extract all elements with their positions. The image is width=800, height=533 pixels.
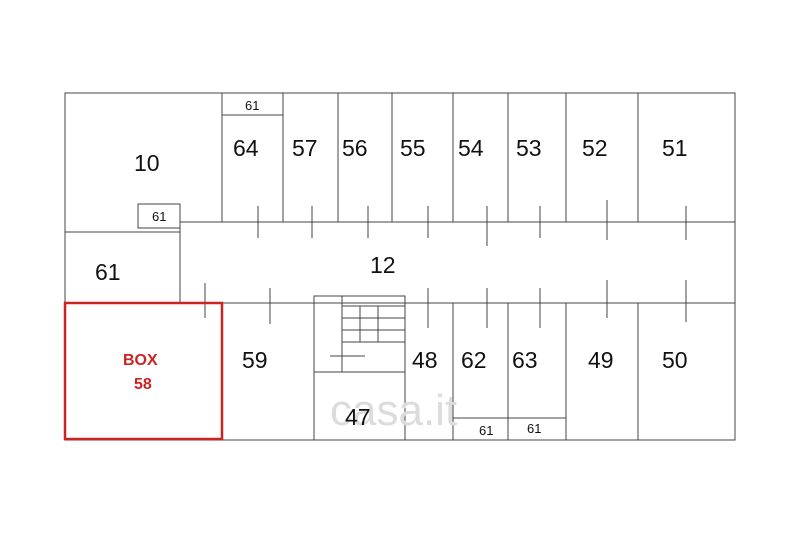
- room-50-label: 50: [662, 347, 688, 373]
- room-52-label: 52: [582, 135, 608, 161]
- room-61-left-label: 61: [95, 259, 121, 285]
- room-49-label: 49: [588, 347, 614, 373]
- box-58-highlight[interactable]: [63, 301, 224, 441]
- room-54-label: 54: [458, 135, 484, 161]
- room-59-label: 59: [242, 347, 268, 373]
- outer-wall: [64, 92, 736, 441]
- watermark-text: casa.it: [330, 386, 457, 435]
- staircase: [313, 295, 406, 373]
- room-48-label: 48: [412, 347, 438, 373]
- corridor-12-label: 12: [370, 252, 396, 278]
- room-61-top-label: 61: [245, 98, 259, 113]
- room-47-label: 47: [345, 404, 371, 430]
- box-title-label: BOX: [123, 352, 158, 369]
- room-61-bottom-a-label: 61: [479, 423, 493, 438]
- room-55-label: 55: [400, 135, 426, 161]
- room-56-label: 56: [342, 135, 368, 161]
- room-62-label: 62: [461, 347, 487, 373]
- room-53-label: 53: [516, 135, 542, 161]
- room-51-label: 51: [662, 135, 688, 161]
- room-10-label: 10: [134, 150, 160, 176]
- room-61-small-left-label: 61: [152, 209, 166, 224]
- room-61-bottom-b-label: 61: [527, 421, 541, 436]
- room-57-label: 57: [292, 135, 318, 161]
- room-63-label: 63: [512, 347, 538, 373]
- box-number-label: 58: [134, 376, 152, 393]
- room-64-label: 64: [233, 135, 259, 161]
